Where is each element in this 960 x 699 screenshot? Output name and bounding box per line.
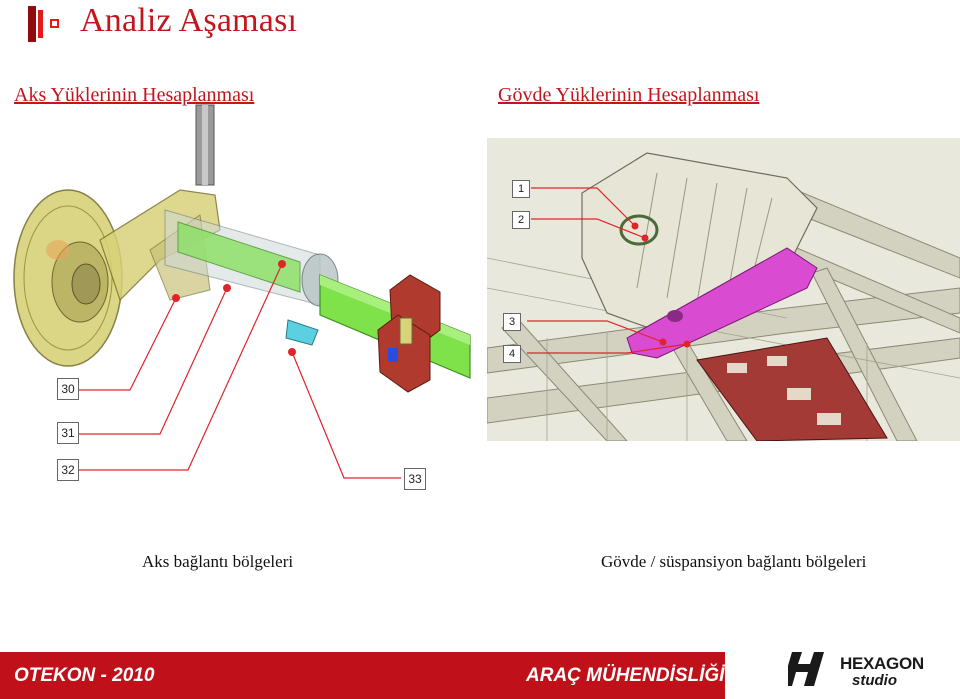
- callout-label-30: 30: [57, 378, 79, 400]
- logo-wordmark: HEXAGON: [840, 654, 924, 673]
- callout-label-1: 1: [512, 180, 530, 198]
- caption-body-suspension-regions: Gövde / süspansiyon bağlantı bölgeleri: [601, 552, 867, 571]
- hexagon-studio-logo-icon: [788, 652, 824, 686]
- callout-label-2: 2: [512, 211, 530, 229]
- axle-assembly-figure: [13, 104, 471, 479]
- logo-subtitle: studio: [852, 672, 897, 689]
- callout-label-4: 4: [503, 345, 521, 363]
- footer-conference-label: OTEKON - 2010: [14, 665, 155, 686]
- page-title: Analiz Aşaması: [80, 2, 298, 39]
- title-bullet-mark: [28, 6, 62, 42]
- footer-band: [0, 652, 725, 699]
- callout-label-33: 33: [404, 468, 426, 490]
- callout-label-32: 32: [57, 459, 79, 481]
- callout-label-31: 31: [57, 422, 79, 444]
- caption-axle-connection-regions: Aks bağlantı bölgeleri: [142, 552, 294, 571]
- chassis-frame-figure: [487, 138, 960, 441]
- footer-department-label: ARAÇ MÜHENDİSLİĞİ: [526, 665, 725, 686]
- section-title-body-loads: Gövde Yüklerinin Hesaplanması: [498, 84, 760, 106]
- section-title-axle-loads: Aks Yüklerinin Hesaplanması: [14, 84, 255, 106]
- callout-label-3: 3: [503, 313, 521, 331]
